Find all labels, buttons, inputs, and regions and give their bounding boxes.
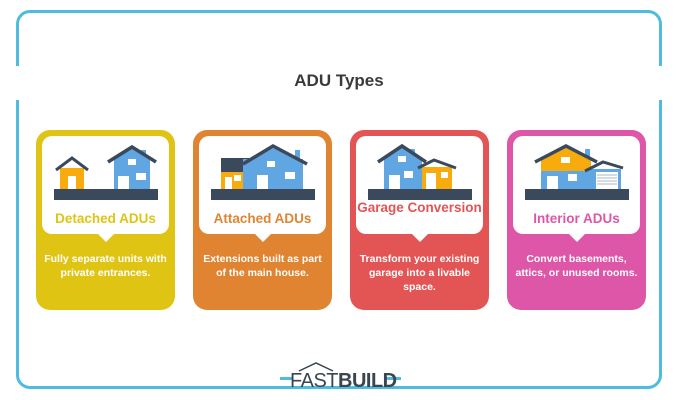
garage-conversion-icon xyxy=(368,143,472,200)
fastbuild-logo: FASTBUILD xyxy=(290,362,397,392)
logo-line-right xyxy=(386,377,401,380)
card-description: Convert basements, attics, or unused roo… xyxy=(515,253,638,279)
card-title: Attached ADUs xyxy=(213,211,312,226)
logo-text: FASTBUILD xyxy=(290,370,397,392)
detached-house-icon xyxy=(54,144,158,200)
card-attached-adus: Attached ADUs Extensions built as part o… xyxy=(193,130,332,310)
card-detached-adus: Detached ADUs Fully separate units with … xyxy=(36,130,175,310)
card-description: Transform your existing garage into a li… xyxy=(359,253,480,293)
frame-border xyxy=(16,10,662,389)
card-interior-adus: Interior ADUs Convert basements, attics,… xyxy=(507,130,646,310)
card-title: Detached ADUs xyxy=(55,211,156,226)
card-title: Garage Conversion xyxy=(357,200,482,215)
card-header: Garage Conversion xyxy=(356,136,483,242)
card-description: Extensions built as part of the main hou… xyxy=(203,253,322,279)
logo-line-left xyxy=(280,377,292,380)
frame-gap-right xyxy=(657,66,667,100)
card-header: Interior ADUs xyxy=(513,136,640,242)
card-garage-conversion: Garage Conversion Transform your existin… xyxy=(350,130,489,310)
card-title: Interior ADUs xyxy=(533,211,620,226)
page-title: ADU Types xyxy=(294,71,384,90)
attached-house-icon xyxy=(211,143,315,200)
frame-gap-left xyxy=(12,66,22,100)
logo-roof-icon xyxy=(298,362,334,372)
card-header: Detached ADUs xyxy=(42,136,169,242)
interior-house-icon xyxy=(525,144,629,200)
card-header: Attached ADUs xyxy=(199,136,326,242)
card-description: Fully separate units with private entran… xyxy=(44,253,167,279)
